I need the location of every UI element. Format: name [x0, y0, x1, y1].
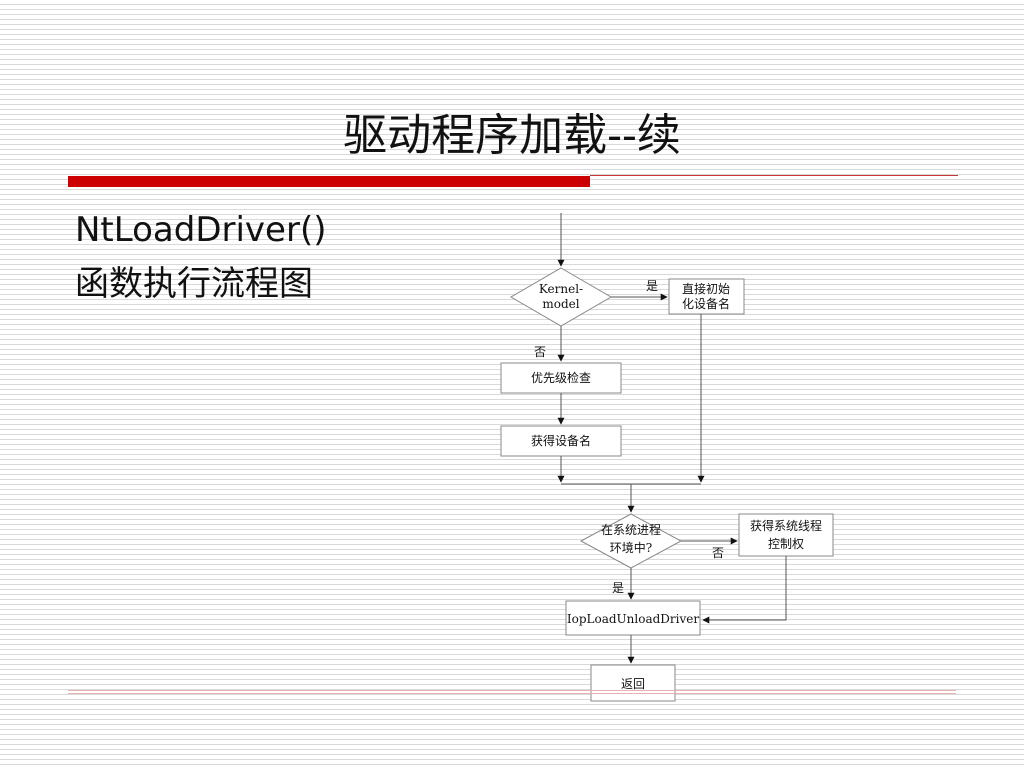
box-get-device-name-label: 获得设备名	[531, 433, 591, 448]
box-get-system-thread-label-2: 控制权	[768, 537, 804, 551]
footer-rule-2	[68, 693, 956, 694]
edge-kernel-no-label: 否	[534, 345, 546, 359]
box-return: 返回	[590, 664, 676, 702]
decision-in-system-process: 在系统进程 环境中?	[579, 513, 683, 569]
footer-rule	[68, 690, 956, 691]
box-get-device-name: 获得设备名	[500, 425, 622, 457]
edge-thread-to-iop	[702, 556, 787, 624]
decision-system-label-1: 在系统进程	[601, 522, 661, 537]
title-accent-bar	[68, 176, 590, 187]
box-priority-check-label: 优先级检查	[531, 370, 591, 385]
box-priority-check: 优先级检查	[500, 362, 622, 394]
body-line-function: NtLoadDriver()	[75, 210, 327, 250]
body-line-description: 函数执行流程图	[75, 264, 313, 304]
title-rule	[590, 175, 958, 176]
edge-kernel-yes-label: 是	[646, 279, 658, 293]
box-return-label: 返回	[621, 677, 645, 691]
box-iop-load-unload-driver: IopLoadUnloadDriver	[565, 600, 701, 636]
box-direct-init-label-2: 化设备名	[682, 296, 730, 311]
edge-system-yes-label: 是	[612, 581, 624, 595]
decision-system-label-2: 环境中?	[610, 540, 652, 555]
edge-system-no-label: 否	[712, 546, 724, 560]
box-direct-init-label-1: 直接初始	[682, 281, 730, 296]
slide-title: 驱动程序加载--续	[343, 110, 681, 161]
decision-kernel-model-label-1: Kernel-	[539, 282, 583, 296]
box-get-system-thread: 获得系统线程 控制权	[738, 513, 834, 557]
slide-body: NtLoadDriver() 函数执行流程图	[75, 203, 326, 311]
decision-kernel-model: Kernel- model	[510, 267, 612, 327]
box-direct-init-device-name: 直接初始 化设备名	[668, 278, 745, 315]
decision-kernel-model-label-2: model	[542, 297, 579, 311]
box-get-system-thread-label-1: 获得系统线程	[750, 518, 822, 533]
box-iop-label: IopLoadUnloadDriver	[567, 612, 699, 626]
